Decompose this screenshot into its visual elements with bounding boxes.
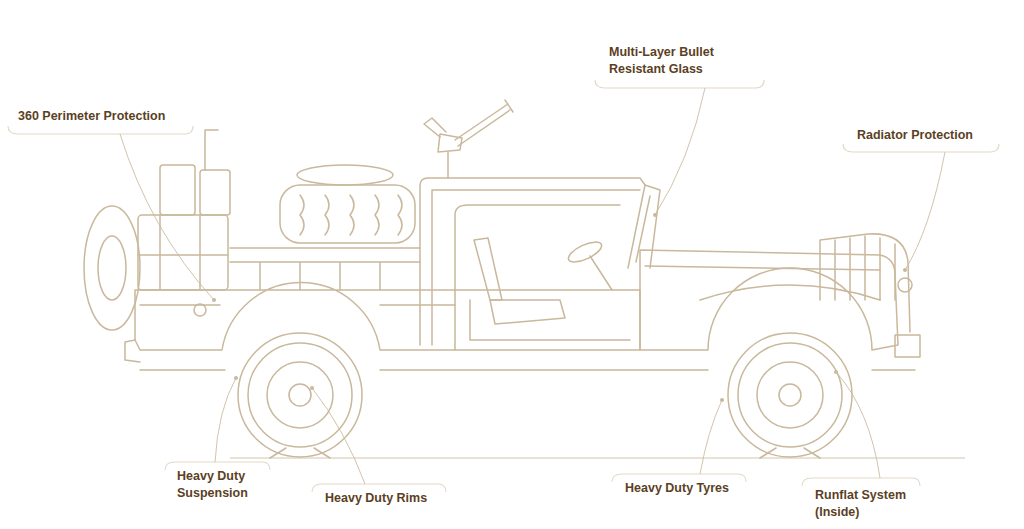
hood-line — [645, 266, 880, 270]
wheel-hub — [289, 384, 311, 406]
label-pill — [165, 462, 270, 470]
bed-trim — [140, 304, 455, 306]
label-pill — [612, 474, 746, 482]
roll-cage — [420, 178, 645, 345]
leader-dot — [212, 298, 216, 302]
tyre-wall — [738, 343, 842, 447]
label-pill — [595, 80, 764, 88]
door-opening — [470, 300, 630, 340]
fuel-cap — [194, 304, 206, 316]
exhaust-snorkel — [205, 130, 218, 170]
callout-label: Radiator Protection — [857, 127, 1007, 144]
leader-line — [905, 152, 945, 270]
seat-base — [490, 300, 565, 324]
callout-label: Heavy Duty Rims — [325, 490, 465, 507]
leader-line — [655, 88, 705, 215]
bull-bar — [820, 234, 910, 332]
rear-bumper — [125, 340, 140, 362]
front-fender — [640, 250, 898, 350]
leader-dot — [720, 398, 724, 402]
wheel-hub — [779, 384, 801, 406]
seat-back — [474, 238, 502, 300]
leader-dot — [903, 268, 907, 272]
callout-label: Heavy Duty Tyres — [625, 480, 765, 497]
rolled-bedding — [280, 185, 415, 243]
heavy-duty-tyre — [728, 333, 852, 457]
bullet-resistant-glass — [636, 196, 650, 262]
jerry-can-rack — [138, 215, 228, 290]
callout-label: Runflat System (Inside) — [815, 487, 920, 521]
cargo-cover — [297, 165, 393, 185]
leader-line — [215, 378, 236, 462]
fender-flare — [700, 285, 880, 300]
jerry-can-straps — [138, 215, 228, 290]
heavy-duty-rim — [757, 362, 823, 428]
jerry-can — [160, 165, 195, 215]
spare-tyre — [84, 206, 140, 330]
headlight — [898, 278, 912, 292]
leader-line — [312, 388, 365, 484]
suspension-leaf — [270, 448, 330, 458]
leader-line — [836, 372, 880, 478]
suspension-leaf — [760, 448, 820, 458]
rear-bed-side — [135, 283, 455, 350]
callout-label: Heavy Duty Suspension — [177, 468, 267, 502]
label-pill — [843, 144, 999, 152]
bedding-texture — [300, 195, 402, 235]
heavy-duty-tyre — [238, 333, 362, 457]
gun-body — [438, 134, 462, 152]
roll-cage — [432, 190, 640, 345]
spare-rim — [98, 236, 126, 300]
tyre-wall — [248, 343, 352, 447]
label-pill — [8, 126, 193, 134]
door-frame — [455, 205, 620, 290]
leader-line — [700, 400, 722, 474]
jerry-can — [200, 170, 230, 215]
bull-bar-bars — [835, 236, 895, 300]
callout-label: 360 Perimeter Protection — [18, 108, 198, 125]
cargo-rack — [230, 248, 420, 290]
ground-line — [230, 458, 965, 459]
heavy-duty-rim — [267, 362, 333, 428]
label-pill — [802, 478, 920, 486]
windshield-frame — [628, 185, 660, 268]
gun-barrel — [455, 100, 513, 146]
steering-column — [590, 256, 612, 290]
leader-dot — [234, 376, 238, 380]
leader-dot — [310, 386, 314, 390]
chassis-rail — [140, 369, 915, 371]
callout-label: Multi-Layer Bullet Resistant Glass — [609, 44, 739, 78]
gun-post — [447, 152, 449, 178]
front-bumper — [895, 335, 920, 357]
gun-stock — [424, 118, 446, 137]
label-pill — [312, 484, 446, 492]
cab-side — [455, 290, 640, 350]
steering-wheel — [566, 238, 605, 266]
